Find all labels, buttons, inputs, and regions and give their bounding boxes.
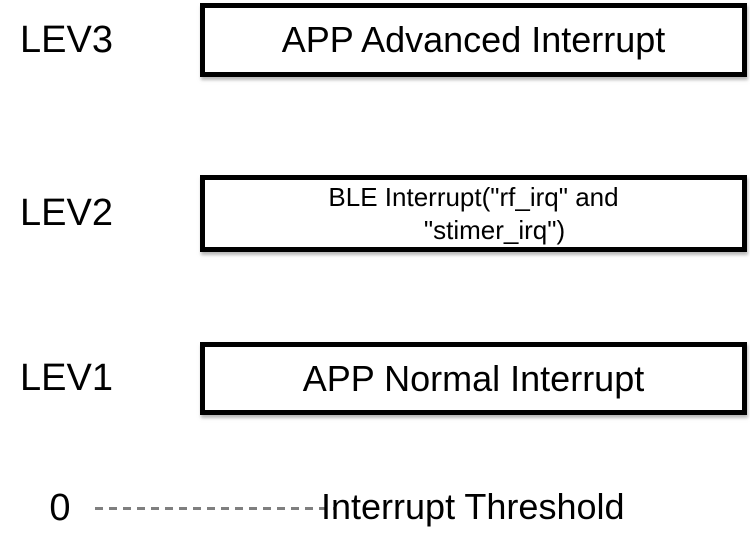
interrupt-box-lev1-text: APP Normal Interrupt bbox=[302, 357, 645, 399]
interrupt-box-lev1: APP Normal Interrupt bbox=[200, 342, 747, 415]
threshold-zero-label: 0 bbox=[49, 487, 71, 529]
interrupt-box-lev3-text: APP Advanced Interrupt bbox=[281, 19, 666, 60]
interrupt-box-lev2-text-line2: "stimer_irq") bbox=[423, 214, 566, 245]
level-label-lev1: LEV1 bbox=[20, 357, 113, 399]
level-label-lev3: LEV3 bbox=[20, 18, 113, 61]
interrupt-box-lev2: BLE Interrupt("rf_irq" and "stimer_irq") bbox=[200, 175, 747, 252]
threshold-label: Interrupt Threshold bbox=[321, 486, 625, 527]
interrupt-box-lev2-text-line1: BLE Interrupt("rf_irq" and bbox=[328, 181, 619, 212]
interrupt-box-lev3: APP Advanced Interrupt bbox=[200, 3, 747, 77]
threshold-dashed-line bbox=[95, 507, 335, 510]
level-label-lev2: LEV2 bbox=[20, 192, 113, 234]
